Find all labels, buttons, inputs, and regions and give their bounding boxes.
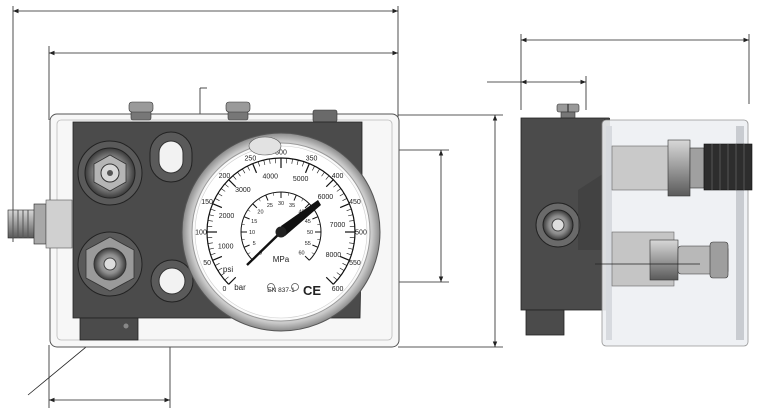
bar-scale-label: 350 xyxy=(306,156,318,163)
bottom-lug xyxy=(80,318,138,340)
pressure-port-lower xyxy=(78,232,142,296)
check-valve-port xyxy=(78,141,142,205)
mpa-scale-label: 30 xyxy=(278,201,284,207)
mpa-scale-label: 35 xyxy=(289,203,295,209)
psi-scale-label: 4000 xyxy=(262,174,278,181)
mpa-scale-label: 20 xyxy=(257,209,263,215)
needle-hub xyxy=(276,227,287,238)
mpa-scale-label: 50 xyxy=(307,230,313,236)
mpa-scale-label: 25 xyxy=(267,203,273,209)
psi-scale-label: 6000 xyxy=(318,194,334,201)
bar-unit-label: bar xyxy=(234,283,246,292)
psi-scale-label: 1000 xyxy=(218,243,234,250)
psi-scale-label: 5000 xyxy=(293,176,309,183)
bar-scale-label: 0 xyxy=(222,286,226,293)
side-view xyxy=(521,104,752,346)
bar-scale-label: 550 xyxy=(349,260,361,267)
bar-scale-label: 50 xyxy=(203,260,211,267)
psi-scale-label: 3000 xyxy=(235,187,251,194)
upper-side-fitting xyxy=(612,140,752,196)
bar-scale-label: 200 xyxy=(219,173,231,180)
gauge-top-knob xyxy=(249,137,281,155)
bar-scale-label: 400 xyxy=(332,173,344,180)
mpa-unit-label: MPa xyxy=(273,255,290,264)
mpa-scale-label: 45 xyxy=(305,219,311,225)
top-bolt-right xyxy=(226,102,250,120)
bar-scale-label: 600 xyxy=(332,286,344,293)
top-plug xyxy=(313,110,337,122)
psi-scale-label: 2000 xyxy=(219,213,235,220)
bar-scale-label: 150 xyxy=(201,199,213,206)
psi-scale-label: 7000 xyxy=(330,222,346,229)
bar-scale-label: 450 xyxy=(349,199,361,206)
psi-scale-label: 8000 xyxy=(326,252,342,259)
top-bolt-left xyxy=(129,102,153,120)
bar-scale-label: 250 xyxy=(245,156,257,163)
side-threaded-fitting xyxy=(8,200,72,248)
ce-mark: CE xyxy=(303,283,321,298)
bar-scale-label: 100 xyxy=(195,230,207,237)
mpa-scale-label: 55 xyxy=(305,241,311,247)
psi-unit-label: psi xyxy=(223,265,233,274)
mpa-scale-label: 10 xyxy=(249,230,255,236)
mpa-scale-label: 15 xyxy=(251,219,257,225)
mpa-scale-label: 60 xyxy=(298,251,304,257)
bar-scale-label: 500 xyxy=(355,230,367,237)
mpa-scale-label: 5 xyxy=(253,241,256,247)
